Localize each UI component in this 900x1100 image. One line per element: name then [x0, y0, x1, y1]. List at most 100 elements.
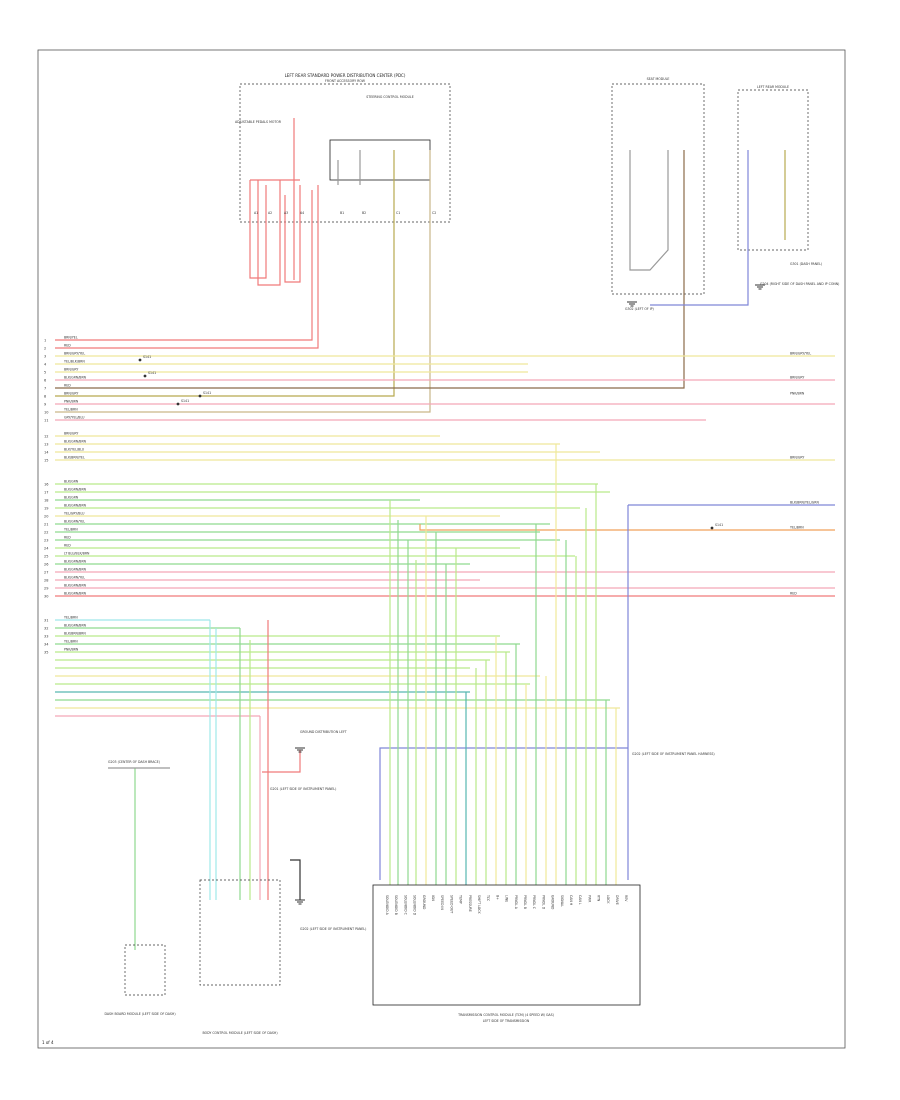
- wire-number-7: 7: [44, 387, 46, 391]
- pdc-pin-4: A4: [300, 211, 304, 215]
- wire-number-21: 21: [44, 523, 48, 527]
- wire-number-35: 35: [44, 651, 48, 655]
- tcm-pin-16: PRNDL B: [523, 895, 527, 909]
- pdc-pin-7: C1: [396, 211, 400, 215]
- tcm-pin-27: REV: [624, 895, 628, 902]
- pdc-pin-6: B2: [362, 211, 366, 215]
- pdc-title: LEFT REAR STANDARD POWER DISTRIBUTION CE…: [285, 73, 406, 78]
- wire-number-29: 29: [44, 587, 48, 591]
- splice-dot-4: [176, 402, 180, 406]
- tcm-pin-2: SOLENOID B: [394, 895, 398, 915]
- tcm-pin-1: SOLENOID A: [385, 895, 389, 916]
- wire-label-5: BRN/GRY: [64, 368, 78, 372]
- wire-label-8: BRN/GRY: [64, 392, 78, 396]
- wire-number-14: 14: [44, 451, 49, 455]
- wire-number-24: 24: [44, 547, 49, 551]
- wire-number-6: 6: [44, 379, 46, 383]
- wire-number-5: 5: [44, 371, 46, 375]
- tcm-pin-5: GROUND: [422, 895, 426, 910]
- right-wire-labels: BRN/GRY/YELBRN/GRYPNK/BRNBRN/GRYBLK/BRN/…: [790, 352, 819, 596]
- tcm-pin-8: SPEED OUT: [449, 895, 453, 913]
- wire-label-13: BLK/GRN/BRN: [64, 440, 87, 444]
- tcm-pin-24: RTN: [597, 895, 601, 902]
- tcm-pin-10: PRESSURE: [468, 895, 472, 912]
- right-wire-label-2: BRN/GRY: [790, 376, 804, 380]
- tcm-pin-12: TCC: [486, 894, 490, 902]
- g301-label: G301 (DASH PANEL): [790, 262, 822, 266]
- tcm-pin-4: SOLENOID D: [413, 895, 417, 916]
- wire-number-18: 18: [44, 499, 48, 503]
- wire-label-35: PNK/BRN: [64, 648, 79, 652]
- wire-number-33: 33: [44, 635, 48, 639]
- pdc-subtitle: FRONT ACCESSORY ROW: [325, 79, 366, 83]
- splice-label-2: S141: [148, 371, 156, 375]
- left-wire-labels: 1BRN/YEL2RED3BRN/GRY/YEL4YEL/BLK/BRN5BRN…: [44, 336, 90, 655]
- red-wire-2: [257, 180, 281, 286]
- wire-number-10: 10: [44, 411, 48, 415]
- wire-label-26: BLK/GRN/BRN: [64, 560, 87, 564]
- wire-label-33: BLK/BRN/BRN: [64, 632, 86, 636]
- right-wire-label-4: BRN/GRY: [790, 456, 804, 460]
- ground-note-label: G202 (LEFT SIDE OF INSTRUMENT PANEL HARN…: [632, 752, 715, 756]
- wire-label-21: BLK/GRN/YEL: [64, 520, 85, 524]
- wire-number-34: 34: [44, 643, 49, 647]
- wire-label-18: BLK/GRN: [64, 496, 79, 500]
- wire-number-23: 23: [44, 539, 48, 543]
- red-wire-group: [55, 118, 786, 413]
- tcm-pin-14: LINE: [505, 895, 509, 902]
- wire-label-23: RED: [64, 536, 71, 540]
- blue-wire-1: [650, 150, 749, 306]
- adjustable-pedals-label: ADJUSTABLE PEDALS MOTOR: [235, 120, 282, 124]
- wire-label-11: GRY/YEL/BLU: [64, 416, 85, 420]
- seat-module-box: [611, 83, 705, 295]
- wire-number-20: 20: [44, 515, 48, 519]
- wire-number-28: 28: [44, 579, 48, 583]
- tcm-pin-6: IGN: [431, 895, 435, 901]
- red-wire-7: [55, 190, 313, 341]
- wire-label-6: BLK/GRN/BRN: [64, 376, 87, 380]
- wire-number-15: 15: [44, 459, 48, 463]
- tcm-pin-11: SHIFT LOCK: [477, 895, 481, 914]
- wire-label-2: RED: [64, 344, 71, 348]
- tcm-pin-26: DRIVE: [615, 895, 619, 905]
- splice-label-3: S141: [203, 391, 211, 395]
- tcm-pin-7: SPEED IN: [440, 895, 444, 910]
- wire-bus: [55, 355, 835, 880]
- red-wire-6: [55, 185, 319, 349]
- splice-label-1: S141: [143, 355, 151, 359]
- relay-box: [329, 139, 431, 181]
- pdc-pin-8: C2: [432, 211, 436, 215]
- tcm-pin-15: PRNDL A: [514, 895, 518, 910]
- wire-label-30: BLK/GRN/BRN: [64, 592, 87, 596]
- wire-label-32: BLK/GRN/BRN: [64, 624, 87, 628]
- red-wire-4: [284, 185, 301, 283]
- wire-number-13: 13: [44, 443, 48, 447]
- ground-distribution-label: GROUND DISTRIBUTION LEFT: [300, 730, 347, 734]
- red-wire-3: [249, 180, 267, 279]
- tcm-pin-19: GROUND: [551, 895, 555, 910]
- pdc-pin-1: A1: [254, 211, 258, 215]
- tcm-pin-18: PRNDL D: [541, 895, 545, 910]
- body-control-box: [199, 879, 281, 986]
- gray-wire-3: [629, 150, 669, 271]
- wire-label-16: BLK/GRN: [64, 480, 79, 484]
- black-wire-1: [290, 859, 301, 900]
- right-wire-label-1: BRN/GRY/YEL: [790, 352, 811, 356]
- tan-wire-1: [55, 150, 431, 413]
- vertical-drops: [108, 284, 765, 950]
- dashboard-module-label: DASH BOARD MODULE (LEFT SIDE OF DASH): [104, 1012, 175, 1016]
- wire-label-14: BLK/YEL/BLU: [64, 448, 85, 452]
- wire-number-8: 8: [44, 395, 46, 399]
- wire-number-26: 26: [44, 563, 48, 567]
- wire-number-4: 4: [44, 363, 47, 367]
- wire-label-17: BLK/GRN/BRN: [64, 488, 87, 492]
- tcm-pin-9: TEMP: [459, 894, 463, 904]
- wire-label-31: YEL/BRN: [64, 616, 78, 620]
- dashboard-module-box: [124, 944, 166, 996]
- footer-page: 1 of 4: [42, 1040, 54, 1045]
- red-wire-8: [262, 750, 301, 773]
